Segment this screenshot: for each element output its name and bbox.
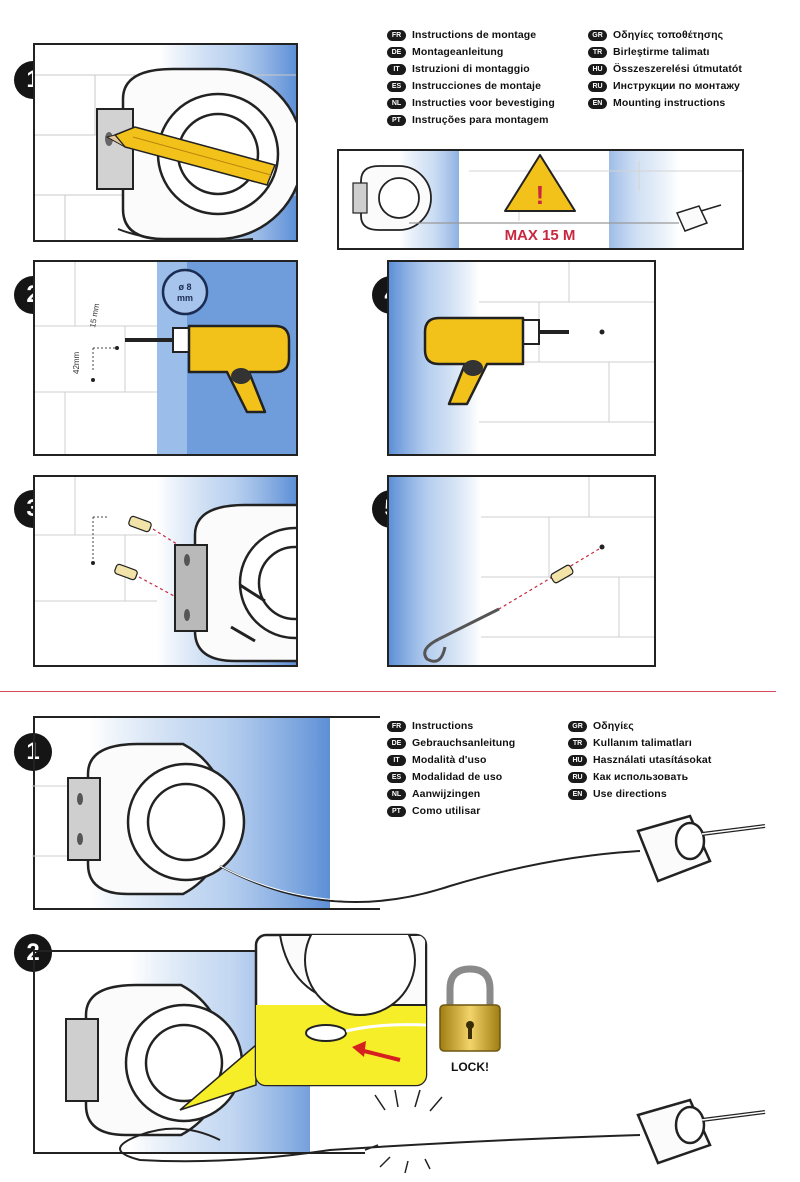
mount-step-2-panel: 15 mm 42mm ø 8 mm	[33, 260, 298, 456]
line-hook-icon	[636, 1098, 766, 1165]
mount-step-4-illustration	[389, 262, 654, 454]
use-step-1-illustration	[32, 718, 766, 908]
warning-triangle-icon: !	[504, 154, 576, 212]
wall-plug-icon	[128, 515, 152, 533]
motion-lines-icon	[364, 1089, 443, 1174]
use-step-2-illustration: LOCK!	[65, 933, 766, 1174]
wall-plug-icon	[114, 563, 138, 581]
use-step-1-frame	[33, 716, 380, 910]
mount-step-3-panel	[33, 475, 298, 667]
dimension-vertical: 42mm	[72, 351, 81, 374]
mount-step-3-illustration	[35, 477, 296, 665]
lock-detail-callout	[254, 933, 428, 1087]
mount-step-2-illustration: 15 mm 42mm ø 8 mm	[35, 262, 296, 454]
mount-step-1-illustration	[35, 45, 296, 240]
hook-icon	[423, 607, 500, 663]
max-length-warning-panel: ! MAX 15 M	[337, 149, 744, 250]
screw-icon	[230, 625, 256, 643]
drill-bit-size-badge: ø 8 mm	[161, 268, 209, 316]
use-step-2-frame	[33, 950, 365, 1154]
dimension-horizontal: 15 mm	[88, 302, 101, 328]
max-length-illustration: ! MAX 15 M	[352, 151, 742, 248]
svg-text:mm: mm	[177, 293, 193, 303]
svg-text:ø 8: ø 8	[178, 282, 191, 292]
padlock-icon	[439, 965, 501, 1052]
lock-label: LOCK!	[451, 1060, 489, 1074]
line-hook-icon	[636, 814, 766, 883]
wall-plug-icon	[550, 564, 574, 584]
drill-icon	[125, 324, 291, 414]
mount-step-1-panel	[33, 43, 298, 242]
mount-step-5-panel	[387, 475, 656, 667]
svg-text:!: !	[536, 180, 545, 210]
mount-step-4-panel	[387, 260, 656, 456]
mount-step-5-illustration	[389, 477, 654, 665]
screw-icon	[239, 583, 266, 603]
drill-icon	[423, 316, 569, 406]
max-length-label: MAX 15 M	[505, 227, 576, 244]
pencil-icon	[105, 126, 277, 186]
section-divider	[0, 691, 776, 692]
